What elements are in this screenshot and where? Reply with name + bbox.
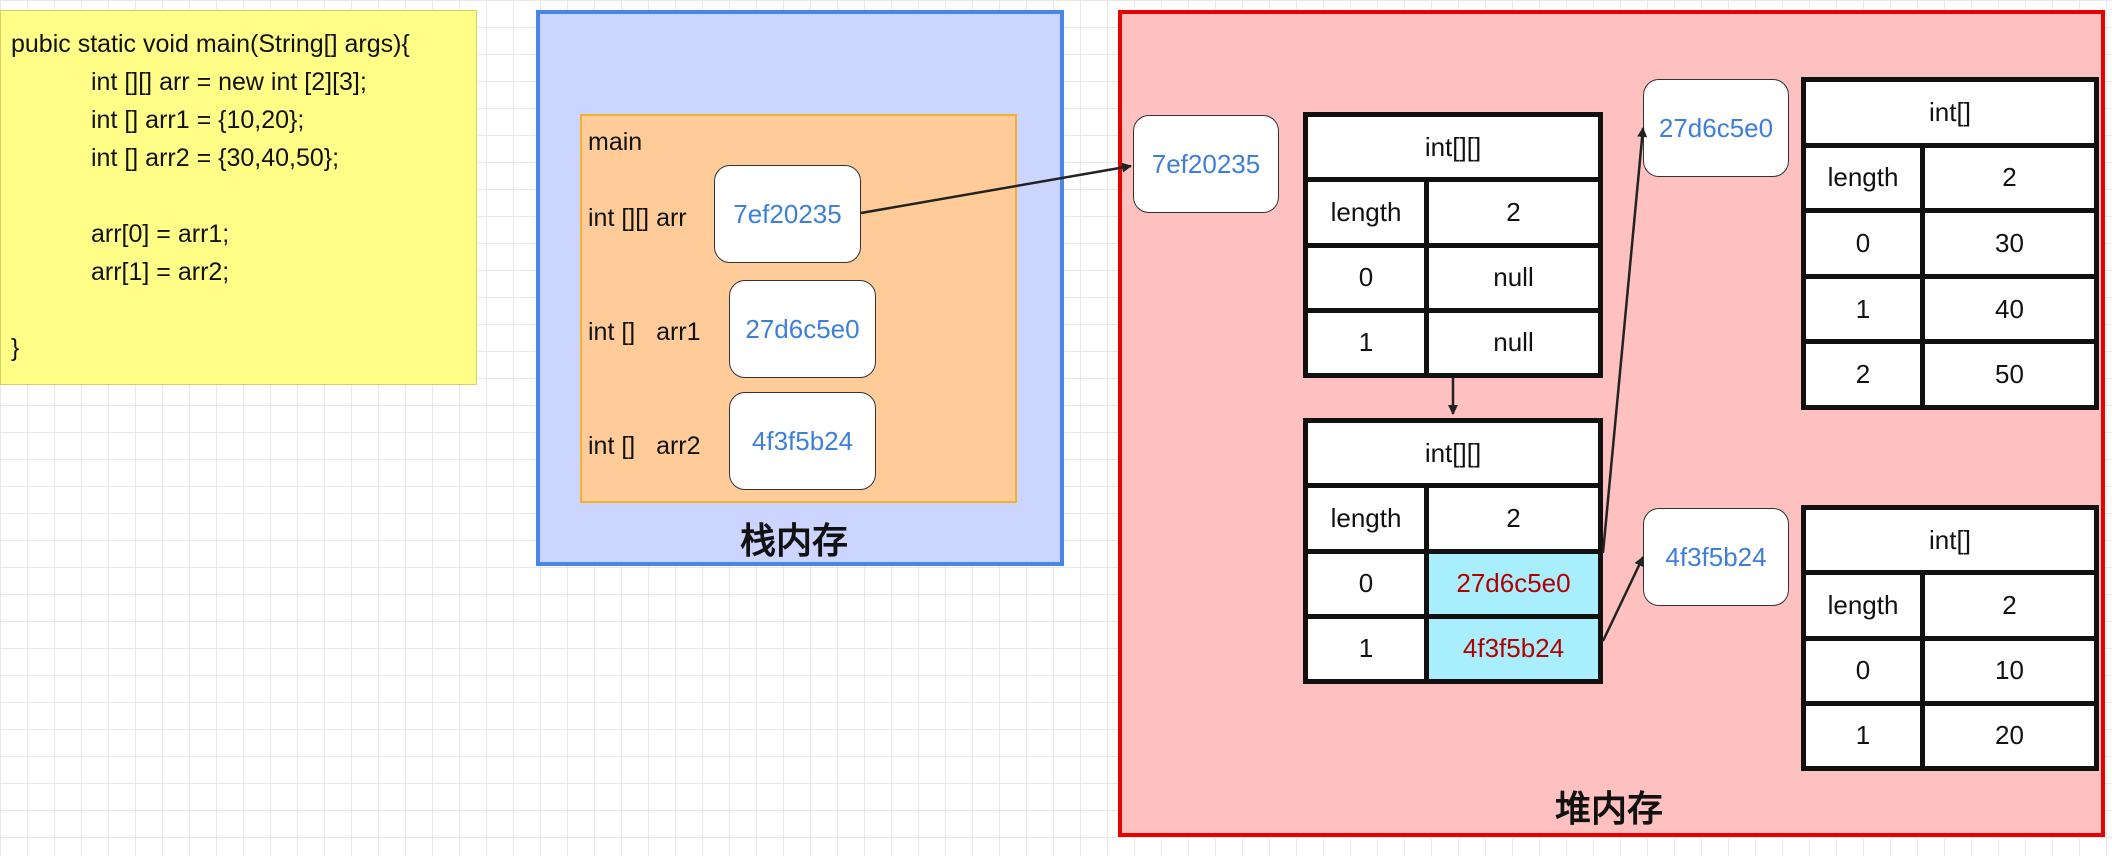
value-cell: null	[1424, 307, 1603, 379]
stack-ref-arr2: 4f3f5b24	[729, 392, 876, 490]
value-cell: 50	[1920, 339, 2099, 410]
array-type-cell: int[]	[1801, 504, 2099, 576]
stack-ref-arr: 7ef20235	[714, 165, 861, 263]
code-line: arr[1] = arr2;	[91, 258, 230, 286]
code-line: int [] arr2 = {30,40,50};	[91, 144, 340, 172]
var-label-arr: int [][] arr	[588, 204, 687, 232]
code-line: }	[11, 334, 20, 362]
code-panel: pubic static void main(String[] args){ i…	[0, 10, 477, 385]
heap-memory-label: 堆内存	[1555, 789, 1664, 830]
index-cell: 2	[1801, 339, 1925, 410]
length-label-cell: length	[1801, 570, 1925, 641]
value-cell: 10	[1920, 635, 2099, 706]
value-cell: null	[1424, 242, 1603, 313]
index-cell: 1	[1303, 307, 1429, 379]
heap-address-outer: 7ef20235	[1133, 115, 1279, 213]
index-cell: 1	[1303, 613, 1429, 685]
length-label-cell: length	[1303, 177, 1429, 248]
var-label-arr1: int [] arr1	[588, 318, 701, 346]
heap-outer-array-assigned: int[][] length 2 0 27d6c5e0 1 4f3f5b24	[1303, 417, 1603, 685]
value-cell: 40	[1920, 273, 2099, 345]
index-cell: 0	[1303, 548, 1429, 619]
length-value-cell: 2	[1920, 570, 2099, 641]
heap-int-array-bottom: int[] length 2 0 10 1 20	[1801, 504, 2099, 772]
code-line: int [] arr1 = {10,20};	[91, 106, 305, 134]
code-line	[11, 291, 476, 329]
value-cell: 30	[1920, 208, 2099, 279]
heap-outer-array-initial: int[][] length 2 0 null 1 null	[1303, 111, 1603, 379]
stack-memory-label: 栈内存	[740, 521, 849, 562]
code-line: pubic static void main(String[] args){	[11, 30, 410, 58]
reference-value-cell: 27d6c5e0	[1424, 548, 1603, 619]
array-type-cell: int[][]	[1303, 111, 1603, 183]
code-line	[11, 177, 476, 215]
heap-address-arr2: 4f3f5b24	[1643, 508, 1789, 606]
reference-value-cell: 4f3f5b24	[1424, 613, 1603, 685]
index-cell: 0	[1801, 208, 1925, 279]
index-cell: 0	[1801, 635, 1925, 706]
frame-label: main	[588, 128, 643, 156]
length-value-cell: 2	[1920, 142, 2099, 214]
index-cell: 0	[1303, 242, 1429, 313]
length-value-cell: 2	[1424, 177, 1603, 248]
length-value-cell: 2	[1424, 483, 1603, 554]
var-label-arr2: int [] arr2	[588, 432, 701, 460]
heap-address-arr1: 27d6c5e0	[1643, 79, 1789, 177]
index-cell: 1	[1801, 273, 1925, 345]
array-type-cell: int[]	[1801, 77, 2099, 148]
code-line: int [][] arr = new int [2][3];	[91, 68, 367, 96]
stack-ref-arr1: 27d6c5e0	[729, 280, 876, 378]
heap-int-array-top: int[] length 2 0 30 1 40 2 50	[1801, 77, 2099, 410]
length-label-cell: length	[1303, 483, 1429, 554]
value-cell: 20	[1920, 700, 2099, 772]
code-line: arr[0] = arr1;	[91, 220, 230, 248]
array-type-cell: int[][]	[1303, 417, 1603, 489]
length-label-cell: length	[1801, 142, 1925, 214]
index-cell: 1	[1801, 700, 1925, 772]
